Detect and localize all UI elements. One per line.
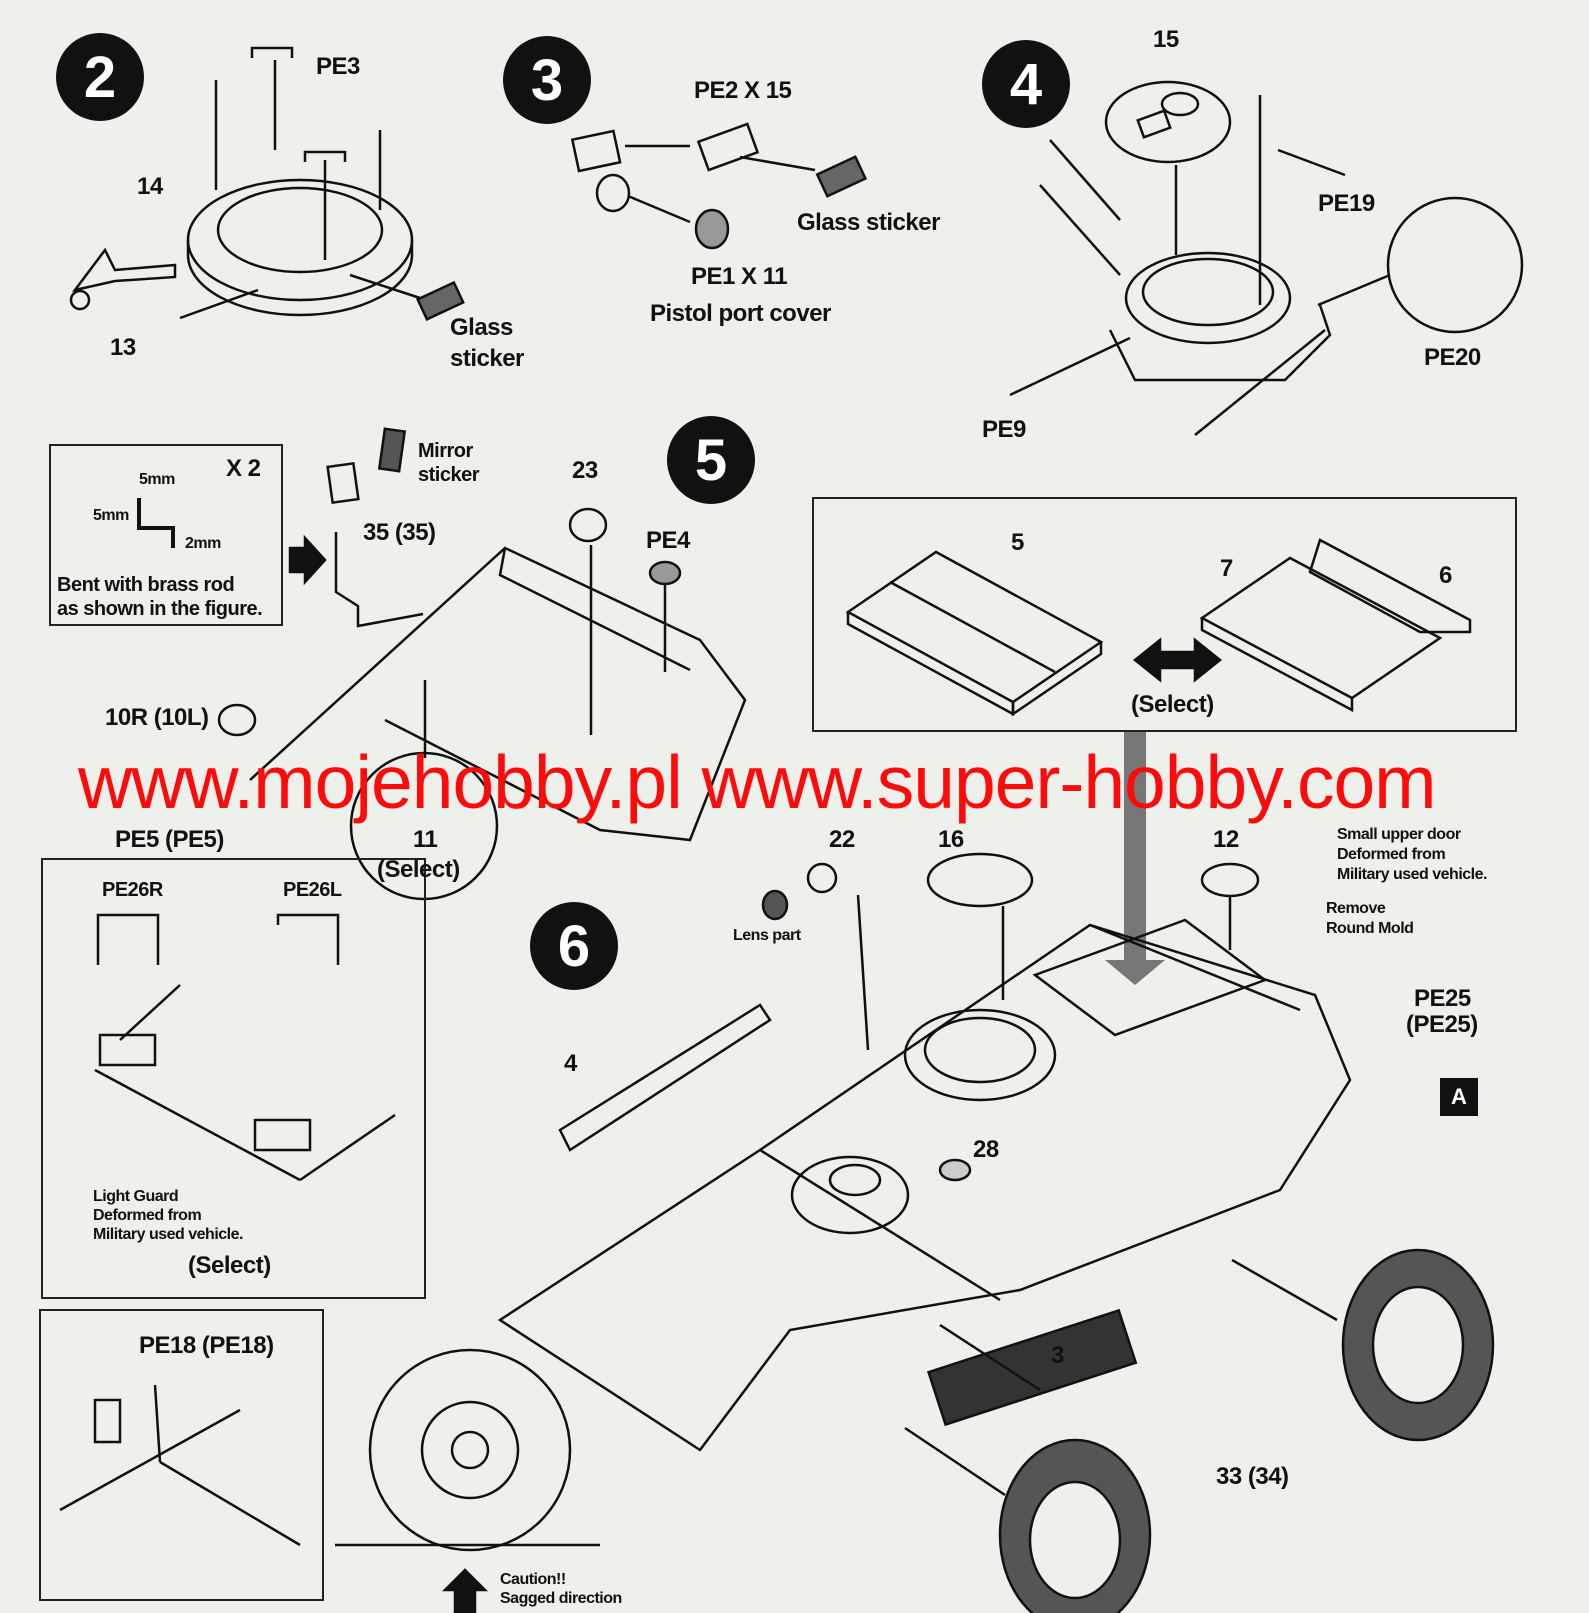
label-part-12: 12 — [1213, 826, 1239, 853]
label-pe18: PE18 (PE18) — [139, 1332, 274, 1359]
label-part-14: 14 — [137, 173, 163, 200]
light-guard-detail — [94, 913, 396, 1182]
hull-front — [217, 507, 747, 901]
label-part-33: 33 (34) — [1216, 1463, 1289, 1490]
label-guard-note-3: Military used vehicle. — [93, 1226, 243, 1243]
label-part-3: 3 — [1051, 1342, 1064, 1369]
pe18-detail — [59, 1384, 301, 1547]
step-badge-4: 4 — [982, 40, 1070, 128]
label-rod-note-1: Bent with brass rod — [57, 574, 235, 596]
label-glass-1: Glass — [450, 314, 513, 341]
label-glass-sticker: Glass sticker — [797, 209, 940, 236]
label-part-10: 10R (10L) — [105, 704, 209, 731]
label-glass-2: sticker — [450, 345, 524, 372]
label-part-16: 16 — [938, 826, 964, 853]
label-2mm: 2mm — [185, 535, 221, 552]
label-part-28: 28 — [973, 1136, 999, 1163]
label-part-22: 22 — [829, 826, 855, 853]
label-door-note-3: Military used vehicle. — [1337, 866, 1487, 883]
commander-cupola-15 — [1009, 80, 1524, 436]
step-badge-5: 5 — [667, 416, 755, 504]
label-part-7: 7 — [1220, 555, 1233, 582]
label-pe4: PE4 — [646, 527, 690, 554]
label-caution-1: Caution!! — [500, 1571, 566, 1588]
pe18-box — [39, 1309, 324, 1601]
cupola-ring-14 — [69, 46, 465, 321]
label-select-11: (Select) — [377, 856, 460, 883]
wheels — [335, 1248, 1495, 1613]
label-5mm-top: 5mm — [139, 471, 175, 488]
label-5mm-side: 5mm — [93, 507, 129, 524]
label-remove-1: Remove — [1326, 900, 1386, 917]
label-part-6: 6 — [1439, 562, 1452, 589]
label-part-15: 15 — [1153, 26, 1179, 53]
label-remove-2: Round Mold — [1326, 920, 1414, 937]
door-parts — [845, 538, 1472, 717]
label-pe5: PE5 (PE5) — [115, 826, 224, 853]
label-caution-2: Sagged direction — [500, 1590, 622, 1607]
label-pe25: PE25 — [1414, 985, 1471, 1012]
light-guard-box — [41, 858, 426, 1299]
step-badge-2: 2 — [56, 33, 144, 121]
label-part-4: 4 — [564, 1050, 577, 1077]
label-mirror-1: Mirror — [418, 440, 473, 462]
label-door-note-2: Deformed from — [1337, 846, 1446, 863]
label-pe2: PE2 X 15 — [694, 77, 792, 104]
label-door-select: (Select) — [1131, 691, 1214, 718]
label-guard-note-2: Deformed from — [93, 1207, 202, 1224]
label-lens-part: Lens part — [733, 927, 801, 944]
pistol-port-parts — [570, 122, 868, 250]
label-guard-note-1: Light Guard — [93, 1188, 179, 1205]
label-part-23: 23 — [572, 457, 598, 484]
watermark: www.mojehobby.pl www.super-hobby.com — [78, 740, 1437, 824]
label-pe1: PE1 X 11 — [691, 263, 788, 290]
door-select-box — [812, 497, 1517, 732]
marker-a: A — [1440, 1078, 1478, 1116]
label-part-5: 5 — [1011, 529, 1024, 556]
step-badge-3: 3 — [503, 36, 591, 124]
label-part-11: 11 — [413, 826, 438, 853]
label-pe9: PE9 — [982, 416, 1026, 443]
label-pe25-alt: (PE25) — [1406, 1011, 1478, 1038]
brass-rod-diagram — [137, 427, 424, 628]
vehicle-hull — [497, 852, 1352, 1452]
label-mirror-2: sticker — [418, 464, 480, 486]
label-door-note-1: Small upper door — [1337, 826, 1461, 843]
label-pe3: PE3 — [316, 53, 360, 80]
label-pe20: PE20 — [1424, 344, 1481, 371]
label-pe26r: PE26R — [102, 879, 163, 901]
label-part-13: 13 — [110, 334, 136, 361]
label-pe26l: PE26L — [283, 879, 342, 901]
label-x2: X 2 — [226, 455, 261, 482]
label-part-35: 35 (35) — [363, 519, 436, 546]
step-badge-6: 6 — [530, 902, 618, 990]
label-guard-select: (Select) — [188, 1252, 271, 1279]
brass-rod-inset — [49, 444, 283, 626]
label-pistol-port: Pistol port cover — [650, 300, 831, 327]
label-pe19: PE19 — [1318, 190, 1375, 217]
label-rod-note-2: as shown in the figure. — [57, 598, 263, 620]
